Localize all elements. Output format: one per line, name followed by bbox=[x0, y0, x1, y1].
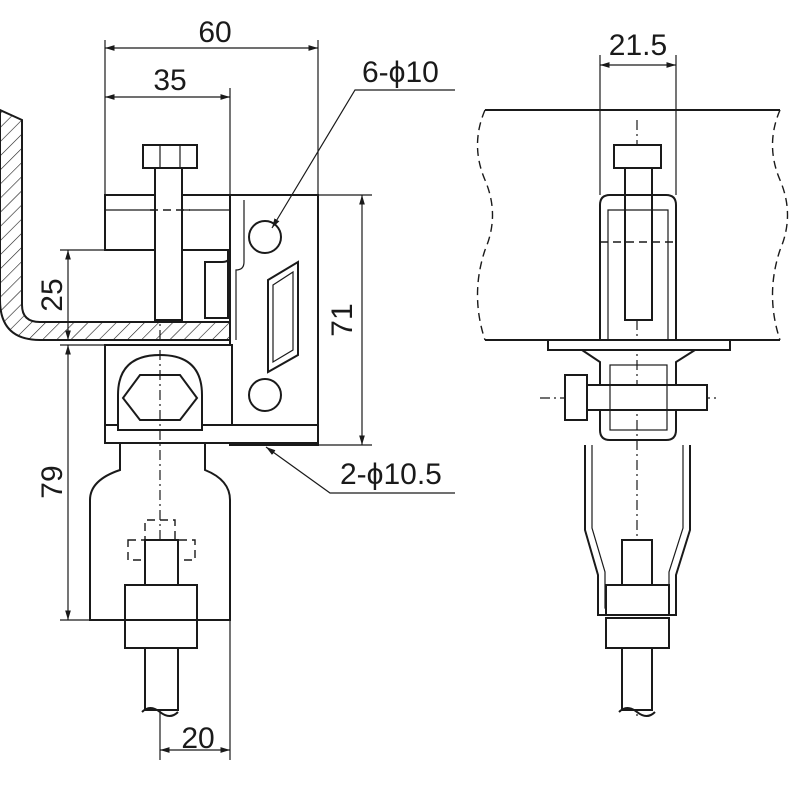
dim-clamp-width: 35 bbox=[153, 64, 186, 97]
lower-hole bbox=[248, 378, 282, 412]
side-nut-lower bbox=[605, 584, 670, 616]
dim-hanger-height: 79 bbox=[36, 465, 69, 498]
side-rod-nut bbox=[621, 539, 653, 586]
bolt-head bbox=[142, 144, 198, 169]
dim-upper-holes: 6-ϕ10 bbox=[362, 56, 439, 89]
dim-bracket-height: 71 bbox=[326, 303, 359, 336]
side-cross-bolt bbox=[586, 384, 708, 411]
side-nut-bottom bbox=[605, 617, 670, 649]
side-bolt-shank bbox=[624, 167, 653, 321]
dim-flange-height: 25 bbox=[36, 278, 69, 311]
side-bolt-head bbox=[613, 144, 662, 169]
side-threaded-rod bbox=[621, 647, 653, 711]
dim-rod-offset: 20 bbox=[181, 722, 214, 755]
side-nut-left bbox=[564, 374, 588, 421]
bolt-shank bbox=[154, 167, 183, 321]
side-flange bbox=[547, 339, 731, 351]
dim-overall-width: 60 bbox=[198, 16, 231, 49]
side-clamp bbox=[599, 194, 677, 340]
nut-lower bbox=[124, 584, 198, 621]
upper-hole bbox=[248, 220, 282, 254]
dim-side-width: 21.5 bbox=[609, 29, 667, 62]
dim-lower-holes: 2-ϕ10.5 bbox=[340, 458, 442, 491]
front-view: 60 35 6-ϕ10 25 71 79 2-ϕ10.5 20 bbox=[0, 16, 455, 760]
nut-bottom bbox=[124, 619, 198, 649]
side-bracket bbox=[581, 349, 696, 441]
rod-nut bbox=[144, 539, 179, 586]
threaded-rod bbox=[144, 647, 179, 711]
bracket-fold bbox=[235, 200, 245, 340]
side-view: 21.5 bbox=[476, 29, 789, 720]
slot-opening bbox=[267, 260, 299, 374]
